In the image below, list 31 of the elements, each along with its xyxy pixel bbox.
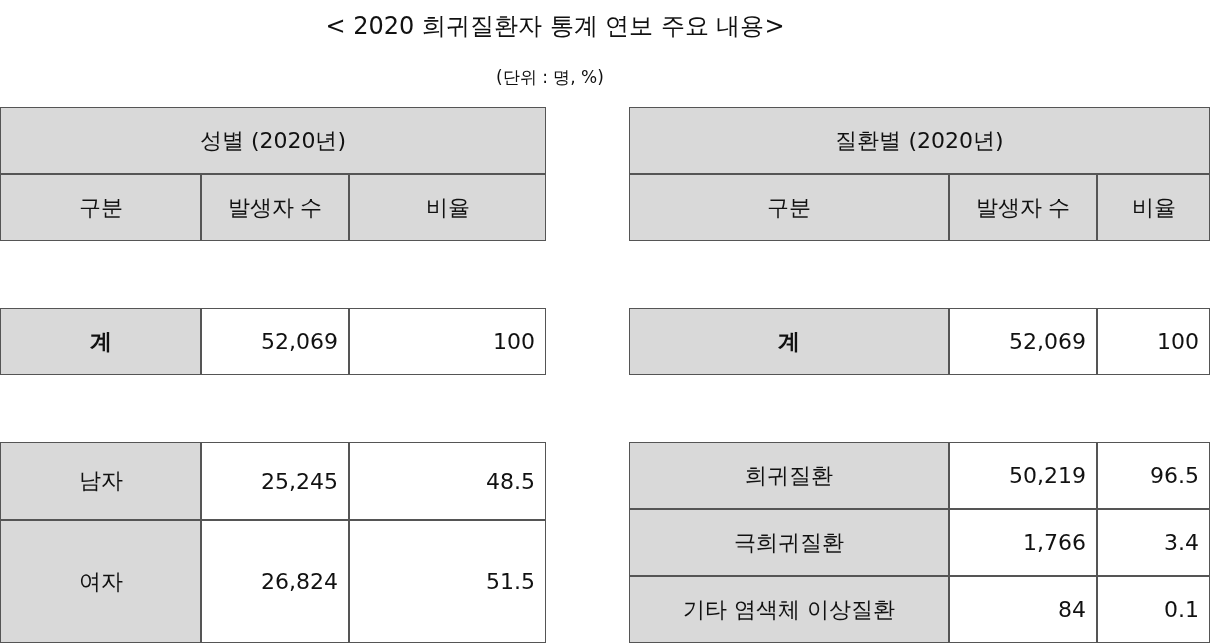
table-header-cell: 성별 (2020년) [0, 107, 546, 174]
table-value-cell: 48.5 [349, 442, 546, 520]
table-header-cell: 남자 [0, 442, 201, 520]
unit-note: (단위 : 명, %) [495, 66, 605, 89]
table-header-cell: 희귀질환 [629, 442, 949, 509]
table-header-cell: 계 [0, 308, 201, 375]
table-header-cell: 질환별 (2020년) [629, 107, 1210, 174]
table-header-cell: 비율 [349, 174, 546, 241]
table-header-cell: 기타 염색체 이상질환 [629, 576, 949, 643]
table-header-cell: 구분 [629, 174, 949, 241]
table-value-cell: 51.5 [349, 520, 546, 643]
table-header-cell: 비율 [1097, 174, 1210, 241]
title: < 2020 희귀질환자 통계 연보 주요 내용> [324, 11, 786, 42]
table-value-cell: 52,069 [201, 308, 349, 375]
table-header-cell: 여자 [0, 520, 201, 643]
table-value-cell: 100 [349, 308, 546, 375]
table-header-cell: 발생자 수 [949, 174, 1097, 241]
table-value-cell: 25,245 [201, 442, 349, 520]
table-value-cell: 3.4 [1097, 509, 1210, 576]
table-header-cell: 극희귀질환 [629, 509, 949, 576]
table-value-cell: 1,766 [949, 509, 1097, 576]
table-value-cell: 0.1 [1097, 576, 1210, 643]
table-header-cell: 발생자 수 [201, 174, 349, 241]
table-value-cell: 52,069 [949, 308, 1097, 375]
table-value-cell: 84 [949, 576, 1097, 643]
table-header-cell: 계 [629, 308, 949, 375]
table-header-cell: 구분 [0, 174, 201, 241]
table-value-cell: 26,824 [201, 520, 349, 643]
table-value-cell: 50,219 [949, 442, 1097, 509]
table-value-cell: 100 [1097, 308, 1210, 375]
table-value-cell: 96.5 [1097, 442, 1210, 509]
